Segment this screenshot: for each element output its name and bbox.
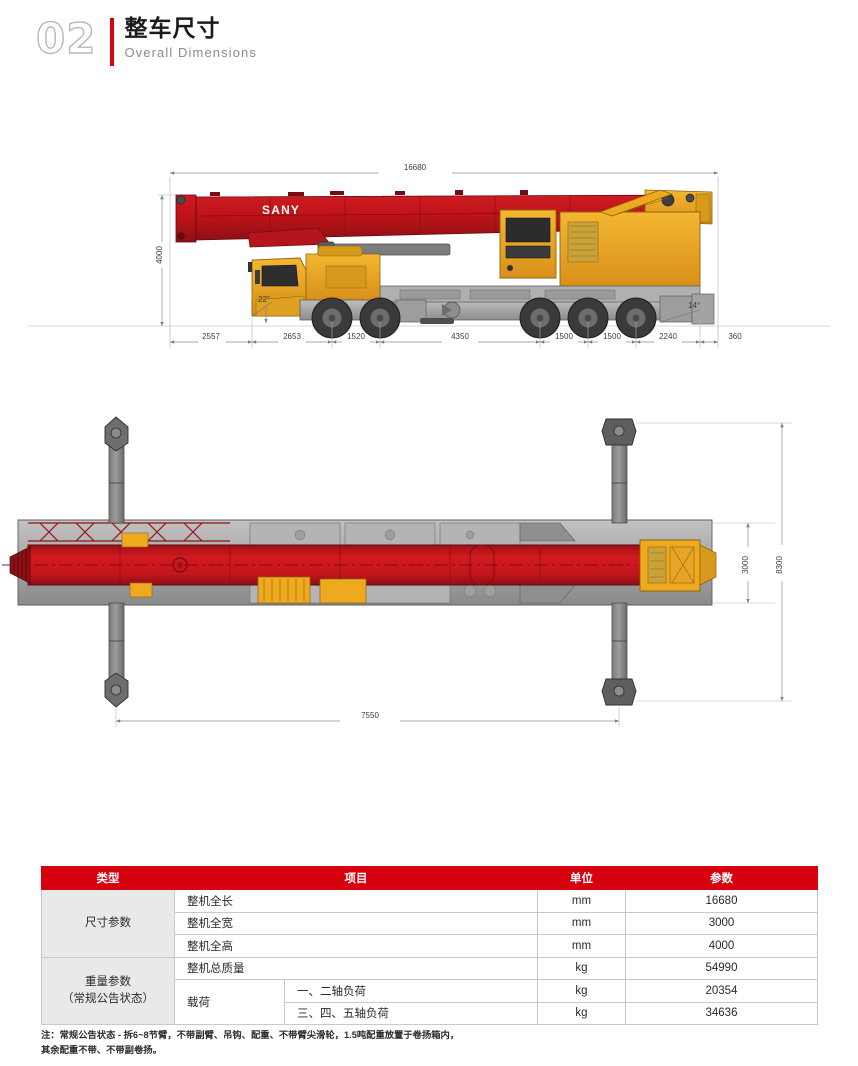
table-row: 载荷 一、二轴负荷 kg 20354 <box>42 979 818 1025</box>
page-subtitle: Overall Dimensions <box>124 44 257 60</box>
wheels <box>311 297 657 339</box>
value-cell: 54990 <box>625 956 818 980</box>
category-weight-line1: 重量参数 <box>85 976 131 989</box>
dim-departure-angle: 14° <box>688 301 700 310</box>
unit-cell: mm <box>537 934 626 958</box>
item-overall-width: 整机全宽 <box>174 911 538 935</box>
dim-seg-8: 360 <box>728 332 742 341</box>
table-row: 整机全宽 mm 3000 <box>42 911 818 935</box>
header-value: 参数 <box>625 866 818 890</box>
category-weight: 重量参数 （常规公告状态） <box>41 956 175 1025</box>
item-total-mass: 整机总质量 <box>174 956 538 980</box>
header-type: 类型 <box>41 866 175 890</box>
outrigger-rear-right <box>601 602 637 706</box>
item-axle-load: 载荷 <box>174 979 285 1025</box>
table-row: 三、四、五轴负荷 kg 34636 <box>42 1001 818 1025</box>
dim-overall-height: 4000 <box>155 246 164 264</box>
dim-seg-1: 2557 <box>202 332 220 341</box>
outrigger-front-left <box>104 416 129 524</box>
dim-seg-3: 1520 <box>347 332 365 341</box>
value-cell: 34636 <box>625 1001 818 1025</box>
specifications-table: 类型 项目 单位 参数 尺寸参数 整机全长 mm 16680 整机全宽 mm 3… <box>41 866 818 1025</box>
unit-cell: kg <box>537 956 626 980</box>
dim-seg-6: 1500 <box>603 332 621 341</box>
crane-side-view-drawing: 16680 4000 SANY <box>28 163 830 348</box>
brand-logo: SANY <box>262 203 300 217</box>
item-overall-height: 整机全高 <box>174 934 538 958</box>
footnote-line-2: 其余配重不带、不带副卷扬。 <box>41 1045 162 1056</box>
page-title: 整车尺寸 <box>124 15 221 41</box>
dim-seg-7: 2240 <box>659 332 677 341</box>
dim-seg-5: 1500 <box>555 332 573 341</box>
value-cell: 16680 <box>625 889 818 913</box>
footnote-line-1: 注：常规公告状态 - 拆6~8节臂，不带副臂、吊钩、配重、不带臂尖滑轮，1.5吨… <box>41 1030 460 1040</box>
value-cell: 20354 <box>625 979 818 1003</box>
category-weight-line2: （常规公告状态） <box>62 992 154 1005</box>
dim-outrigger-length: 7550 <box>361 711 379 720</box>
page-header: 02 整车尺寸 Overall Dimensions <box>35 14 257 66</box>
subitem-axle-12: 一、二轴负荷 <box>284 979 538 1003</box>
dim-approach-angle: 22° <box>258 295 270 304</box>
subitem-axle-345: 三、四、五轴负荷 <box>284 1001 538 1025</box>
footnote: 注：常规公告状态 - 拆6~8节臂，不带副臂、吊钩、配重、不带臂尖滑轮，1.5吨… <box>41 1028 831 1058</box>
outrigger-front-right <box>104 602 129 708</box>
table-row: 尺寸参数 整机全长 mm 16680 <box>41 889 818 958</box>
crane-top-view-drawing: 8300 3000 7550 <box>2 416 792 727</box>
value-cell: 4000 <box>625 934 818 958</box>
side-dimension-chain: 2557 2653 1520 4350 1500 1500 2240 360 <box>169 318 742 348</box>
header-item: 项目 <box>174 866 538 890</box>
table-header-row: 类型 项目 单位 参数 <box>41 866 818 890</box>
header-unit: 单位 <box>537 866 626 890</box>
outrigger-rear-left <box>601 418 637 524</box>
table-row: 整机全高 mm 4000 <box>42 934 818 958</box>
item-overall-length: 整机全长 <box>174 889 538 913</box>
accent-bar <box>110 18 115 66</box>
unit-cell: mm <box>537 911 626 935</box>
category-dimension: 尺寸参数 <box>41 889 175 958</box>
table-row: 重量参数 （常规公告状态） 整机总质量 kg 54990 <box>41 956 818 1025</box>
section-number: 02 <box>35 14 97 63</box>
dim-overall-length: 16680 <box>404 163 427 172</box>
dim-outrigger-width: 8300 <box>775 556 784 574</box>
unit-cell: mm <box>537 889 626 913</box>
unit-cell: kg <box>537 979 626 1003</box>
dim-seg-2: 2653 <box>283 332 301 341</box>
unit-cell: kg <box>537 1001 626 1025</box>
dim-chassis-width: 3000 <box>741 556 750 574</box>
dim-seg-4: 4350 <box>451 332 469 341</box>
value-cell: 3000 <box>625 911 818 935</box>
